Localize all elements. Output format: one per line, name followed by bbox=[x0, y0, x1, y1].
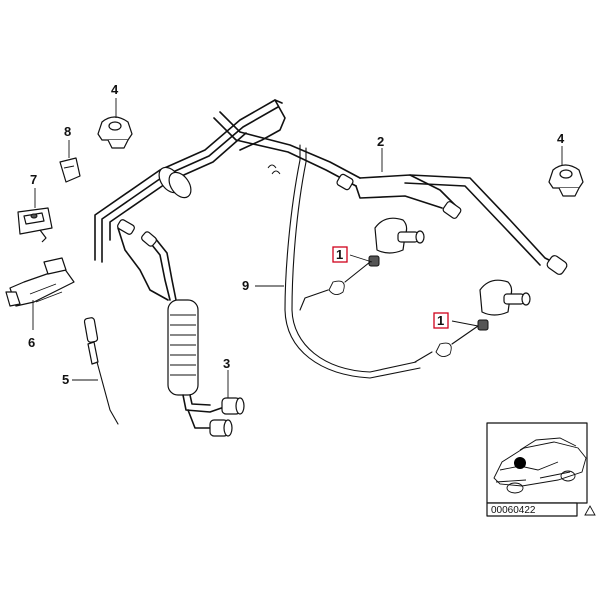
vehicle-locator-inset: 00060422 bbox=[486, 422, 596, 517]
image-code-box bbox=[486, 502, 578, 517]
callout-1-upper: 1 bbox=[336, 247, 343, 262]
image-code: 00060422 bbox=[491, 505, 536, 516]
callout-8: 8 bbox=[64, 124, 71, 139]
holder-7 bbox=[17, 207, 53, 243]
callout-5: 5 bbox=[62, 372, 69, 387]
warning-triangle-icon bbox=[584, 505, 596, 516]
washer-nozzle-lower bbox=[414, 279, 531, 363]
callout-box-1-lower bbox=[433, 312, 449, 329]
car-outline-icon bbox=[493, 437, 587, 494]
main-hose-assembly bbox=[94, 99, 566, 379]
callout-9: 9 bbox=[242, 278, 249, 293]
callout-2: 2 bbox=[377, 134, 384, 149]
clip-8 bbox=[59, 157, 81, 183]
callout-1-lower: 1 bbox=[437, 313, 444, 328]
clip-4-left bbox=[97, 116, 133, 149]
callout-4-left: 4 bbox=[111, 82, 119, 97]
callout-4-right: 4 bbox=[557, 131, 565, 146]
washer-nozzle-upper bbox=[299, 217, 425, 311]
sensor-pin-5 bbox=[83, 317, 119, 425]
callout-6: 6 bbox=[28, 335, 35, 350]
bracket-6 bbox=[5, 257, 75, 307]
clip-4-right bbox=[548, 164, 584, 197]
heater-tube-assembly bbox=[167, 299, 245, 437]
callout-7: 7 bbox=[30, 172, 37, 187]
location-marker-icon bbox=[514, 457, 526, 469]
callout-3: 3 bbox=[223, 356, 230, 371]
hose-clips bbox=[117, 164, 568, 275]
inset-frame bbox=[486, 422, 588, 504]
callout-labels: 1 1 2 3 4 4 5 6 7 8 9 bbox=[28, 82, 565, 387]
leader-lines bbox=[32, 98, 563, 398]
callout-box-1-upper bbox=[332, 246, 348, 263]
